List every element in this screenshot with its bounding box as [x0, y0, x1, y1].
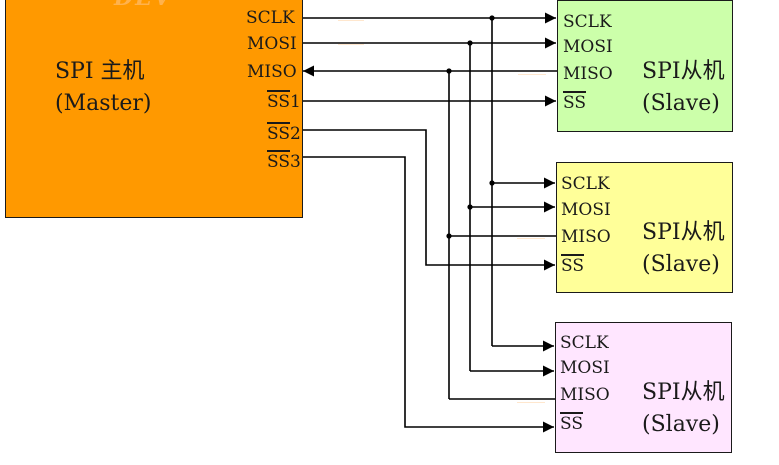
slave3-pin-mosi: MOSI: [560, 358, 610, 378]
ghost-trace: [517, 402, 545, 403]
junction-dot: [489, 180, 495, 186]
junction-dot: [446, 68, 452, 74]
master-pin-ss3: SS3: [267, 152, 301, 172]
slave1-pin-mosi: MOSI: [563, 37, 613, 57]
ghost-trace: [338, 44, 364, 45]
master-title: SPI 主机: [55, 59, 145, 84]
slave1-pin-miso: MISO: [563, 64, 613, 84]
slave-box-2: [556, 162, 733, 293]
wire-ss3: [303, 156, 554, 433]
junction-dot: [446, 233, 452, 239]
slave-box-1: [557, 0, 733, 132]
slave1-pin-ss: SS: [563, 93, 586, 113]
slave1-subtitle: (Slave): [642, 90, 720, 116]
slave3-pin-ss: SS: [560, 414, 583, 434]
master-pin-sclk: SCLK: [246, 8, 295, 28]
wire-ss2: [303, 129, 555, 271]
slave3-pin-miso: MISO: [560, 385, 610, 405]
slave2-pin-miso: MISO: [561, 227, 611, 247]
ghost-trace: [338, 20, 364, 21]
watermark-fragment: DEV: [114, 0, 173, 11]
slave3-subtitle: (Slave): [642, 411, 720, 437]
junction-dot: [489, 15, 495, 21]
master-subtitle: (Master): [55, 90, 152, 116]
slave1-title-block: SPI从机 (Slave): [642, 56, 725, 120]
slave-box-3: [555, 322, 732, 453]
ghost-trace: [518, 74, 546, 75]
master-pin-ss2: SS2: [267, 124, 301, 144]
slave2-title-block: SPI从机 (Slave): [642, 217, 725, 281]
junction-dot: [467, 40, 473, 46]
master-title-block: SPI 主机 (Master): [55, 56, 151, 120]
master-pin-miso: MISO: [247, 62, 297, 82]
master-pin-mosi: MOSI: [247, 34, 297, 54]
slave2-subtitle: (Slave): [642, 251, 720, 277]
ghost-trace: [517, 238, 545, 239]
slave1-pin-sclk: SCLK: [563, 12, 612, 32]
slave3-title: SPI从机: [642, 380, 725, 405]
master-box: DEV: [5, 0, 303, 218]
slave2-title: SPI从机: [642, 220, 725, 245]
slave2-pin-mosi: MOSI: [561, 200, 611, 220]
junction-dot: [467, 204, 473, 210]
master-pin-ss1: SS1: [267, 92, 301, 112]
slave1-title: SPI从机: [642, 59, 725, 84]
slave3-pin-sclk: SCLK: [560, 333, 609, 353]
slave3-title-block: SPI从机 (Slave): [642, 377, 725, 441]
slave2-pin-ss: SS: [561, 256, 584, 276]
slave2-pin-sclk: SCLK: [561, 174, 610, 194]
